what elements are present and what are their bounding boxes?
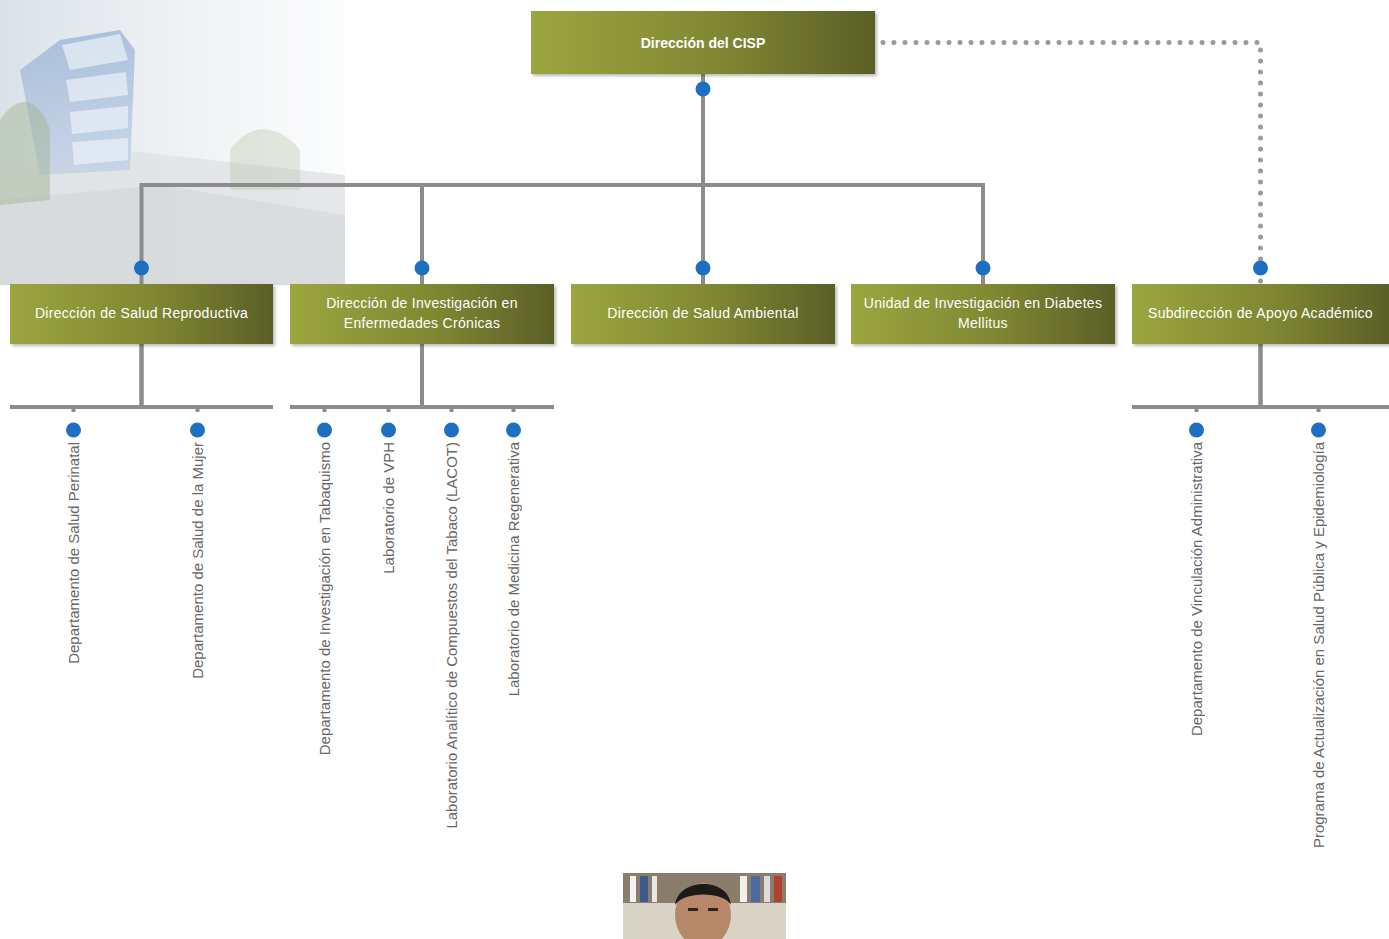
node-text: Departamento de Investigación en Tabaqui… <box>317 442 332 755</box>
unit-label: Departamento de Vinculación Administrati… <box>1189 412 1204 740</box>
sub-bars <box>10 405 1389 409</box>
connector-dots <box>66 82 1326 438</box>
director-box: Dirección del CISP <box>531 11 875 74</box>
building-photo <box>0 0 345 285</box>
node-text: Laboratorio Analítico de Compuestos del … <box>444 442 459 829</box>
connector-line <box>422 344 452 412</box>
node-text: Departamento de Vinculación Administrati… <box>1189 442 1204 736</box>
connector-line <box>1261 344 1319 412</box>
unit-label: Laboratorio de VPH <box>381 412 396 578</box>
connector-line <box>74 344 142 412</box>
node-text: Dirección de Salud Reproductiva <box>35 304 248 324</box>
connector-line <box>422 74 703 284</box>
dotted-connector <box>883 43 1261 285</box>
division-box: Unidad de Investigación en Diabetes Mell… <box>851 284 1115 344</box>
unit-label: Departamento de Salud de la Mujer <box>190 412 205 683</box>
connector-line <box>703 74 983 284</box>
unit-label: Programa de Actualización en Salud Públi… <box>1311 412 1326 852</box>
connector-dot <box>66 423 81 438</box>
connector-line <box>422 344 514 412</box>
division-box: Dirección de Salud Ambiental <box>571 284 835 344</box>
division-box: Dirección de Salud Reproductiva <box>10 284 273 344</box>
connector-line <box>389 344 423 412</box>
connector-dot <box>696 261 711 276</box>
connector-dot <box>506 423 521 438</box>
connector-dot <box>696 82 711 97</box>
connector-dot <box>444 423 459 438</box>
node-text: Laboratorio de VPH <box>381 442 396 574</box>
connector-dot <box>1253 261 1268 276</box>
node-text: Laboratorio de Medicina Regenerativa <box>506 442 521 696</box>
node-text: Departamento de Salud Perinatal <box>66 442 81 664</box>
node-text: Departamento de Salud de la Mujer <box>190 442 205 679</box>
connector-dot <box>134 261 149 276</box>
division-box: Subdirección de Apoyo Académico <box>1132 284 1389 344</box>
connectors <box>74 43 1319 413</box>
connector-dot <box>381 423 396 438</box>
node-text: Dirección de Investigación en Enfermedad… <box>300 294 544 333</box>
connector-line <box>1197 344 1261 412</box>
division-box: Dirección de Investigación en Enfermedad… <box>290 284 554 344</box>
connector-dot <box>317 423 332 438</box>
connector-dot <box>976 261 991 276</box>
connector-dot <box>190 423 205 438</box>
unit-label: Laboratorio Analítico de Compuestos del … <box>444 412 459 833</box>
node-text: Dirección de Salud Ambiental <box>607 304 798 324</box>
connector-dot <box>1189 423 1204 438</box>
unit-label: Laboratorio de Medicina Regenerativa <box>506 412 521 700</box>
node-text: Dirección del CISP <box>641 35 765 51</box>
node-text: Unidad de Investigación en Diabetes Mell… <box>861 294 1105 333</box>
portrait-photo <box>623 873 786 939</box>
connector-dot <box>415 261 430 276</box>
node-text: Subdirección de Apoyo Académico <box>1148 304 1373 324</box>
unit-label: Departamento de Salud Perinatal <box>66 412 81 668</box>
connector-line <box>325 344 423 412</box>
connector-dot <box>1311 423 1326 438</box>
connector-line <box>142 344 198 412</box>
connector-line <box>142 74 704 284</box>
unit-label: Departamento de Investigación en Tabaqui… <box>317 412 332 759</box>
node-text: Programa de Actualización en Salud Públi… <box>1311 442 1326 848</box>
